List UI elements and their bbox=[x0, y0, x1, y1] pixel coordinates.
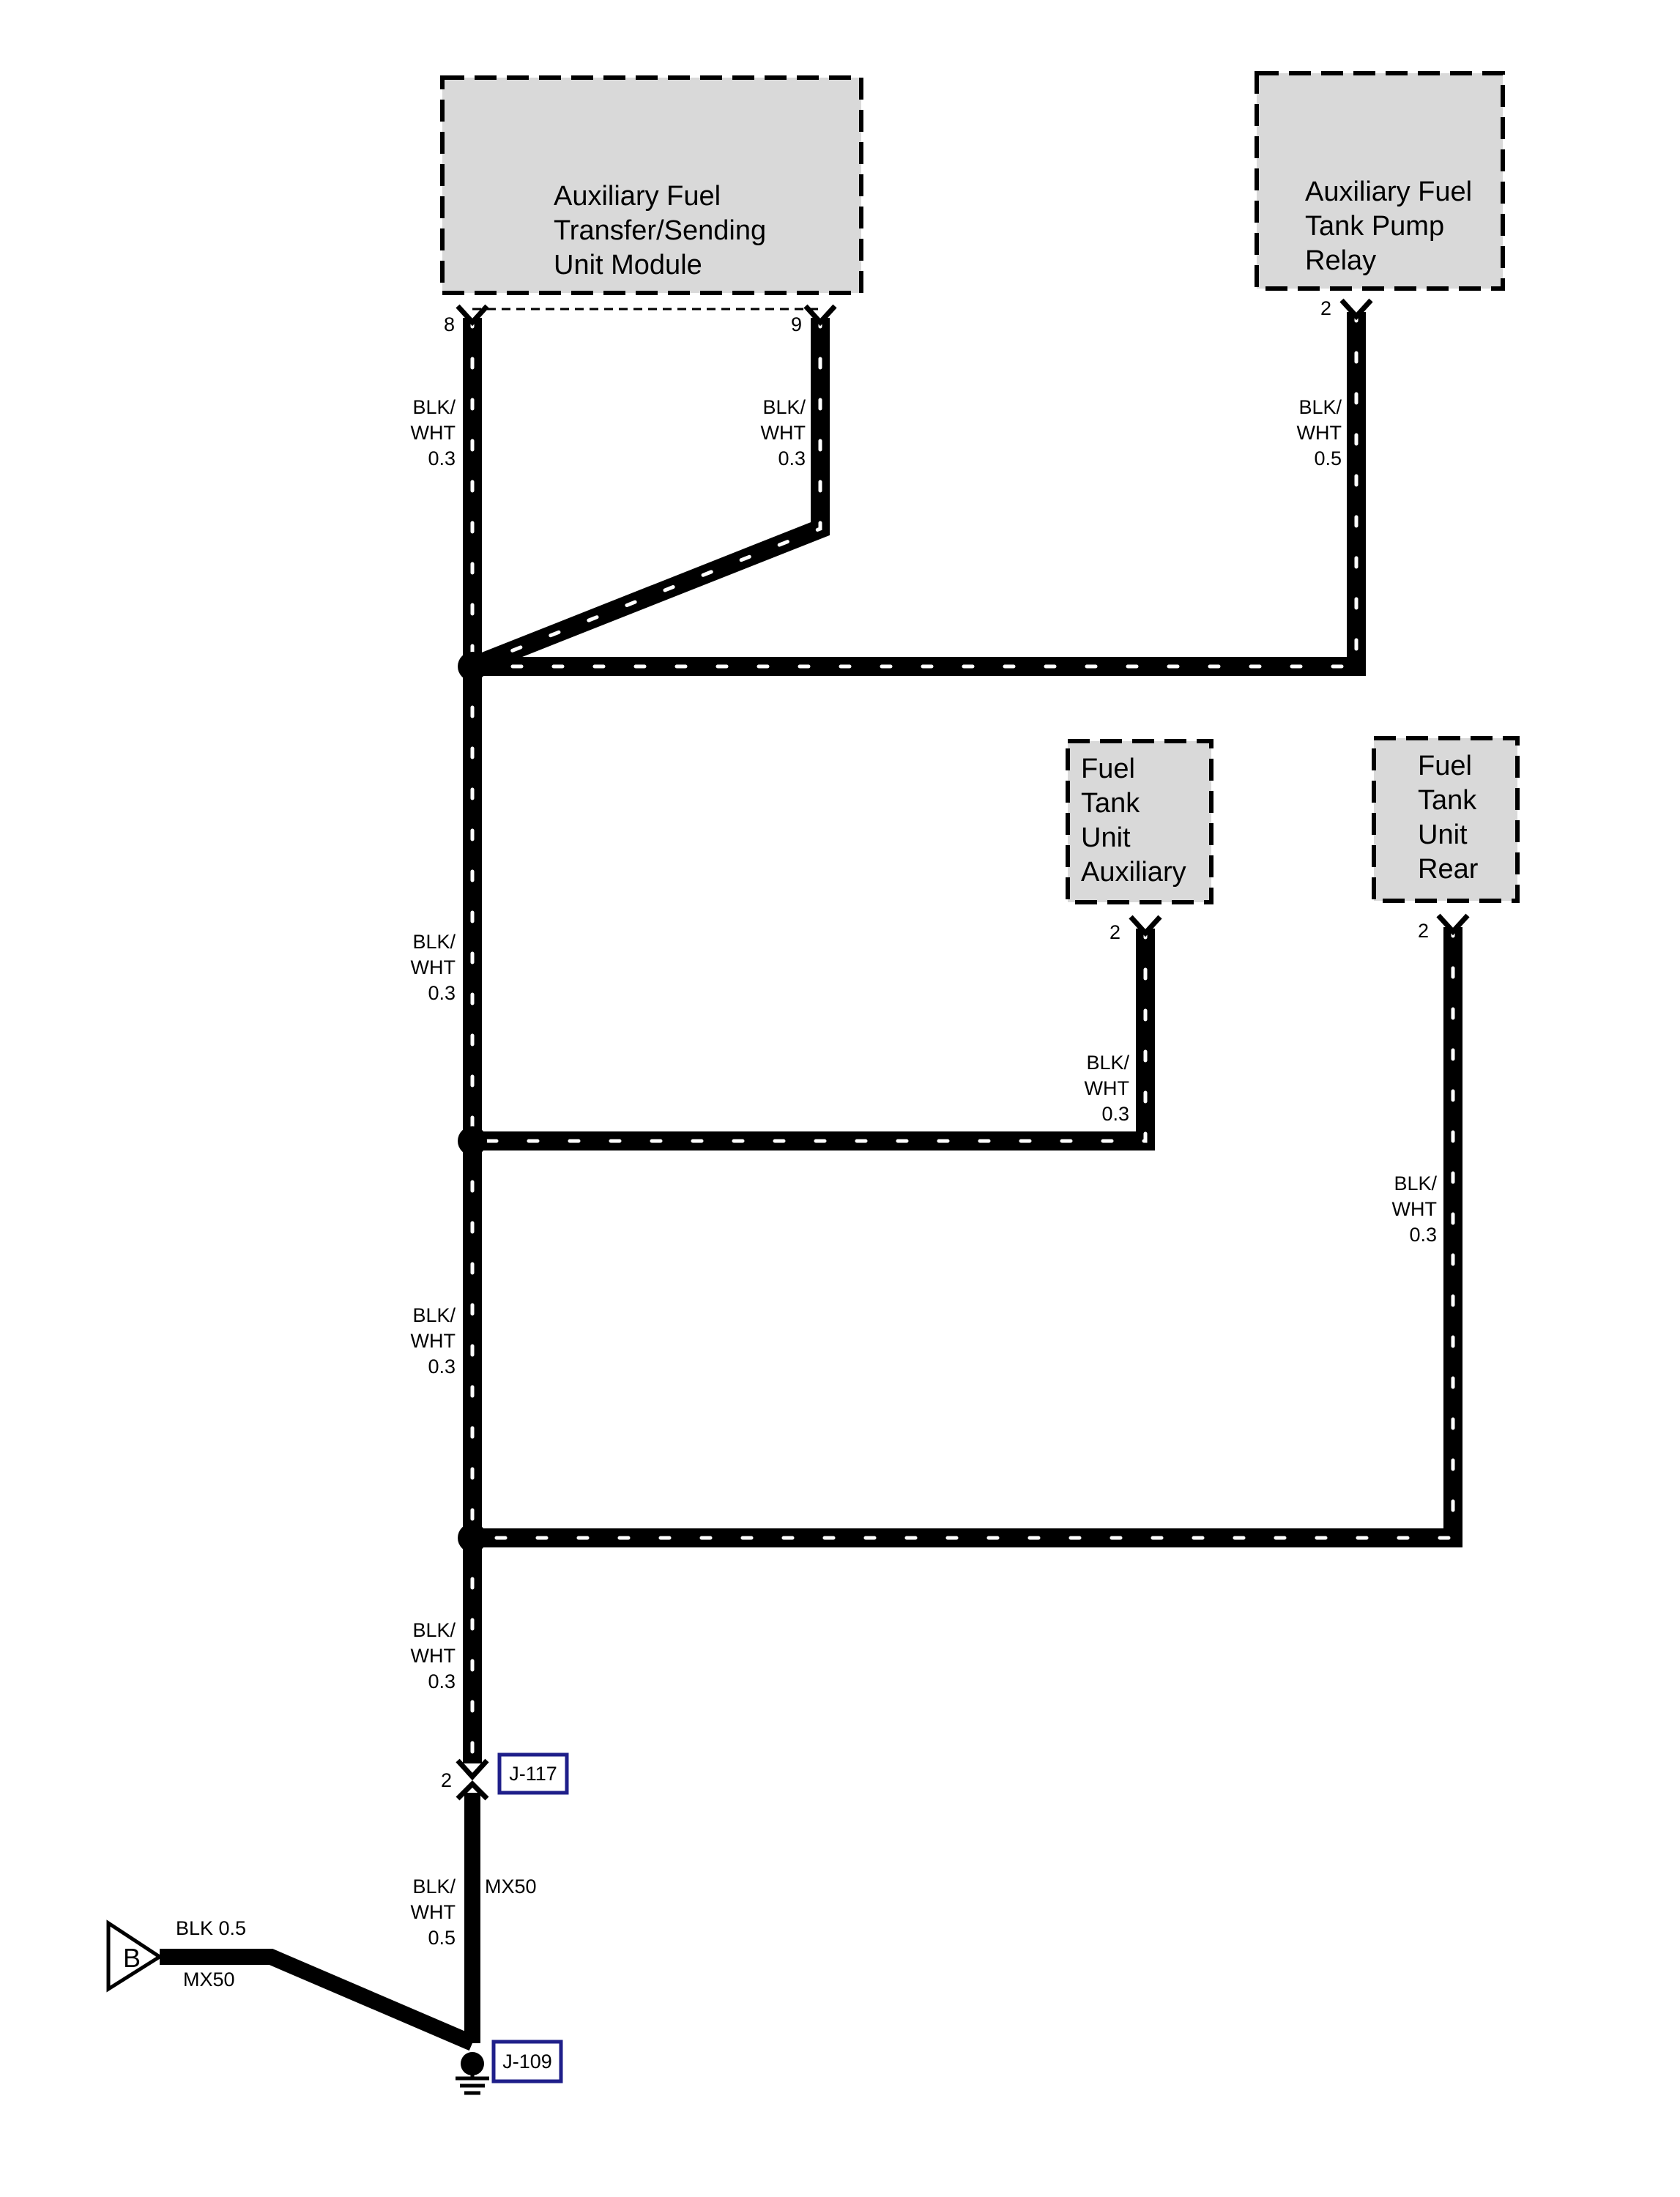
svg-text:Unit Module: Unit Module bbox=[554, 250, 702, 280]
connector-ref-j117[interactable]: J-117 bbox=[497, 1752, 569, 1795]
svg-text:J-117: J-117 bbox=[509, 1763, 557, 1785]
component-fuel-tank-unit-auxiliary: Fuel Tank Unit Auxiliary bbox=[1066, 739, 1213, 904]
svg-text:Unit: Unit bbox=[1418, 819, 1468, 850]
splice-dot bbox=[458, 1523, 487, 1553]
pin-number: 2 bbox=[1418, 920, 1429, 942]
pin-number: 9 bbox=[791, 313, 802, 335]
wire-label-trunk3: BLK/ WHT 0.3 bbox=[411, 1619, 456, 1692]
svg-text:0.3: 0.3 bbox=[428, 982, 456, 1004]
wire-label-rear-unit: BLK/ WHT 0.3 bbox=[1392, 1172, 1438, 1246]
ground-ref-j109[interactable]: J-109 bbox=[491, 2040, 563, 2083]
svg-text:Fuel: Fuel bbox=[1081, 754, 1135, 784]
svg-text:Auxiliary Fuel: Auxiliary Fuel bbox=[1305, 176, 1472, 207]
pin-number: 2 bbox=[441, 1769, 452, 1791]
svg-text:0.3: 0.3 bbox=[1409, 1224, 1437, 1246]
svg-text:0.5: 0.5 bbox=[1314, 447, 1342, 469]
svg-text:BLK/: BLK/ bbox=[412, 1304, 456, 1326]
wire-label-trunk1: BLK/ WHT 0.3 bbox=[411, 931, 456, 1004]
svg-text:WHT: WHT bbox=[761, 422, 806, 444]
svg-text:WHT: WHT bbox=[1297, 422, 1342, 444]
svg-text:Rear: Rear bbox=[1418, 854, 1479, 885]
svg-text:BLK/: BLK/ bbox=[1298, 396, 1342, 418]
svg-text:0.3: 0.3 bbox=[1101, 1103, 1129, 1125]
svg-text:0.5: 0.5 bbox=[428, 1927, 456, 1949]
offpage-triangle-icon bbox=[106, 1919, 163, 1993]
svg-text:BLK/: BLK/ bbox=[412, 396, 456, 418]
component-aux-fuel-tank-pump-relay: Auxiliary Fuel Tank Pump Relay bbox=[1255, 71, 1505, 291]
svg-text:WHT: WHT bbox=[411, 422, 456, 444]
wire-label-pin9: BLK/ WHT 0.3 bbox=[761, 396, 806, 469]
svg-text:BLK 0.5: BLK 0.5 bbox=[176, 1917, 246, 1939]
svg-text:WHT: WHT bbox=[1392, 1198, 1437, 1220]
pin-number: 8 bbox=[444, 313, 455, 335]
svg-text:WHT: WHT bbox=[411, 1901, 456, 1923]
svg-text:J-109: J-109 bbox=[502, 2051, 552, 2073]
wire-label-trunk2: BLK/ WHT 0.3 bbox=[411, 1304, 456, 1378]
svg-text:WHT: WHT bbox=[411, 956, 456, 978]
pin-number: 2 bbox=[1320, 297, 1331, 319]
svg-text:Fuel: Fuel bbox=[1418, 751, 1472, 781]
splice-points bbox=[458, 652, 487, 1553]
svg-text:Relay: Relay bbox=[1305, 245, 1376, 276]
svg-text:BLK/: BLK/ bbox=[412, 931, 456, 953]
ground-icon bbox=[456, 2052, 489, 2095]
harness-label: MX50 bbox=[183, 1969, 235, 1990]
svg-text:0.3: 0.3 bbox=[778, 447, 806, 469]
svg-text:B: B bbox=[123, 1943, 141, 1973]
splice-dot bbox=[458, 1126, 487, 1156]
svg-text:BLK/: BLK/ bbox=[1394, 1172, 1437, 1194]
connector-pin-symbols bbox=[456, 298, 1470, 1801]
harness-label: MX50 bbox=[485, 1876, 537, 1897]
svg-text:WHT: WHT bbox=[411, 1330, 456, 1352]
component-aux-fuel-transfer-sending-unit-module: Auxiliary Fuel Transfer/Sending Unit Mod… bbox=[440, 75, 863, 295]
svg-text:BLK/: BLK/ bbox=[412, 1876, 456, 1897]
svg-text:Tank Pump: Tank Pump bbox=[1305, 211, 1444, 242]
svg-text:0.3: 0.3 bbox=[428, 447, 456, 469]
svg-text:Tank: Tank bbox=[1418, 785, 1477, 816]
svg-text:Auxiliary: Auxiliary bbox=[1081, 857, 1186, 888]
component-fuel-tank-unit-rear: Fuel Tank Unit Rear bbox=[1372, 736, 1520, 903]
svg-text:WHT: WHT bbox=[1085, 1077, 1129, 1099]
svg-text:WHT: WHT bbox=[411, 1645, 456, 1667]
svg-text:BLK/: BLK/ bbox=[412, 1619, 456, 1641]
splice-dot bbox=[458, 652, 487, 681]
wire-label-pin8: BLK/ WHT 0.3 bbox=[411, 396, 456, 469]
svg-text:Auxiliary Fuel: Auxiliary Fuel bbox=[554, 181, 721, 212]
offpage-connector-b[interactable]: B bbox=[106, 1919, 163, 1993]
wire-label-lower: BLK/ WHT 0.5 MX50 bbox=[411, 1876, 537, 1949]
svg-text:BLK/: BLK/ bbox=[1086, 1052, 1129, 1074]
wire-segments bbox=[160, 310, 1462, 2051]
svg-text:0.3: 0.3 bbox=[428, 1356, 456, 1378]
svg-text:Tank: Tank bbox=[1081, 788, 1140, 819]
svg-text:0.3: 0.3 bbox=[428, 1670, 456, 1692]
svg-text:BLK/: BLK/ bbox=[762, 396, 806, 418]
wire-label-ground-feed: BLK 0.5 MX50 bbox=[176, 1917, 246, 1990]
wire-label-aux-unit: BLK/ WHT 0.3 bbox=[1085, 1052, 1130, 1125]
svg-text:Unit: Unit bbox=[1081, 822, 1131, 853]
svg-text:Transfer/Sending: Transfer/Sending bbox=[554, 215, 766, 246]
pin-number: 2 bbox=[1110, 921, 1120, 943]
wire-label-relay: BLK/ WHT 0.5 bbox=[1297, 396, 1342, 469]
